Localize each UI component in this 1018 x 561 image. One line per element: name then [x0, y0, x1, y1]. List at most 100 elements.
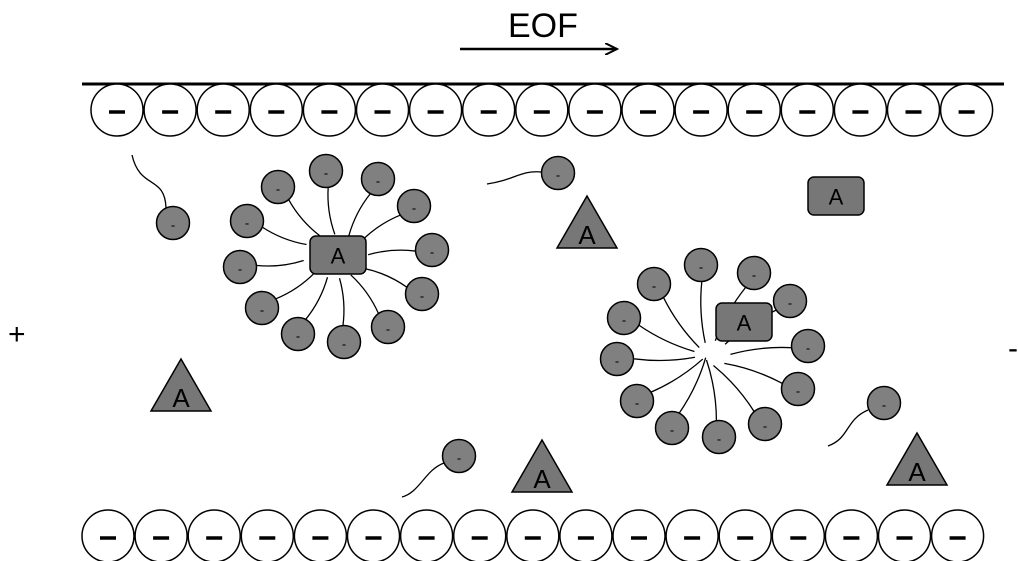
surfactant-charge-label: -: [882, 398, 886, 413]
surfactant-head-icon: -: [260, 169, 296, 205]
surfactant-charge-label: -: [652, 279, 656, 294]
surfactant-charge-label: -: [635, 396, 639, 411]
surfactant-tail: [261, 226, 307, 246]
wall-charge-icon: [143, 83, 197, 137]
wall-charge-icon: [612, 509, 666, 561]
wall-charge-icon: [90, 83, 144, 137]
top-wall-charges: [90, 83, 994, 137]
surfactant-head-icon: -: [636, 266, 672, 302]
surfactant-tail: [338, 277, 345, 327]
surfactant-charge-label: -: [556, 168, 560, 183]
wall-charge-icon: [399, 509, 454, 561]
wall-charge-icon: [506, 509, 560, 561]
free-surfactant-icon: -: [486, 155, 576, 191]
wall-charge-icon: [621, 83, 675, 137]
surfactant-tail: [304, 277, 329, 321]
surfactant-charge-label: -: [622, 313, 626, 328]
surfactant-charge-label: -: [752, 268, 756, 283]
wall-charge-icon: [930, 509, 985, 561]
wall-charge-icon: [780, 83, 835, 137]
surfactant-head-icon: -: [772, 283, 808, 319]
surfactant-charge-label: -: [806, 341, 810, 356]
surfactant-charge-label: -: [420, 289, 424, 304]
wall-charge-icon: [727, 83, 781, 137]
micelles: ------------A------------A: [222, 153, 826, 455]
wall-charge-icon: [408, 83, 463, 137]
surfactant-charge-label: -: [412, 201, 416, 216]
free-surfactants: - - - -: [131, 154, 902, 498]
surfactant-charge-label: -: [342, 337, 346, 352]
analyte-label: A: [172, 383, 190, 413]
surfactant-head-icon: -: [229, 203, 265, 239]
surfactant-tail: [700, 280, 706, 344]
cathode-minus-label: -: [1008, 332, 1018, 365]
wall-charge-icon: [293, 509, 348, 561]
analyte-triangle-icon: A: [885, 431, 949, 487]
analyte-triangle-icon: A: [149, 357, 213, 413]
surfactant-tail: [713, 364, 755, 413]
wall-charge-icon: [674, 83, 728, 137]
surfactant-head-icon: -: [155, 205, 191, 241]
free-surfactant-icon: -: [131, 154, 191, 241]
analyte-triangle-icon: A: [555, 194, 619, 250]
surfactant-head-icon: -: [222, 249, 258, 285]
anode-plus-label: +: [8, 318, 26, 351]
surfactant-charge-label: -: [238, 262, 242, 277]
surfactant-charge-label: -: [245, 216, 249, 231]
surfactant-charge-label: -: [788, 296, 792, 311]
micelle: ------------A: [222, 153, 450, 360]
analytes: A A A A A: [149, 176, 949, 494]
surfactant-head-icon: -: [683, 247, 719, 283]
surfactant-charge-label: -: [386, 322, 390, 337]
surfactant-head-icon: -: [736, 255, 772, 291]
analyte-label: A: [908, 457, 926, 487]
wall-charge-icon: [515, 83, 569, 137]
surfactant-charge-label: -: [670, 423, 674, 438]
wall-charge-icon: [187, 509, 241, 561]
surfactant-charge-label: -: [171, 218, 175, 233]
surfactant-head-icon: -: [654, 410, 690, 446]
analyte-label: A: [829, 185, 844, 210]
surfactant-head-icon: -: [360, 161, 396, 197]
surfactant-tail: [705, 359, 718, 422]
micelle: ------------: [599, 247, 826, 455]
surfactant-head-icon: -: [790, 328, 826, 364]
analyte-square-icon: A: [715, 302, 773, 342]
surfactant-charge-label: -: [430, 245, 434, 260]
analyte-triangle-icon: A: [510, 438, 574, 494]
surfactant-tail: [287, 198, 321, 237]
surfactant-head-icon: -: [866, 385, 902, 421]
surfactant-charge-label: -: [324, 166, 328, 181]
surfactant-tail: [638, 324, 695, 353]
surfactant-head-icon: -: [619, 383, 655, 419]
bottom-wall-charges: [81, 509, 985, 561]
surfactant-tail: [650, 358, 704, 393]
eof-label: EOF: [508, 7, 578, 45]
surfactant-head-icon: -: [780, 371, 816, 407]
wall-charge-icon: [568, 83, 622, 137]
wall-charge-icon: [81, 509, 135, 561]
surfactant-tail: [363, 267, 408, 289]
surfactant-charge-label: -: [260, 303, 264, 318]
wall-charge-icon: [346, 509, 401, 561]
surfactant-tail: [275, 271, 316, 300]
surfactant-tail: [662, 296, 700, 348]
surfactant-head-icon: -: [308, 153, 344, 189]
surfactant-head-icon: -: [606, 300, 642, 336]
surfactant-charge-label: -: [296, 329, 300, 344]
surfactant-tail: [367, 249, 417, 256]
surfactant-tail: [486, 171, 543, 185]
surfactant-tail: [348, 192, 372, 237]
surfactant-tail: [678, 357, 707, 414]
wall-charge-icon: [452, 509, 507, 561]
analyte-square-icon: A: [807, 176, 865, 216]
wall-charge-icon: [824, 509, 879, 561]
surfactant-tail: [255, 259, 304, 267]
surfactant-head-icon: -: [396, 188, 432, 224]
surfactant-head-icon: -: [747, 406, 783, 442]
wall-charge-icon: [196, 83, 250, 137]
surfactant-charge-label: -: [615, 354, 619, 369]
surfactant-charge-label: -: [276, 182, 280, 197]
surfactant-head-icon: -: [701, 419, 737, 455]
